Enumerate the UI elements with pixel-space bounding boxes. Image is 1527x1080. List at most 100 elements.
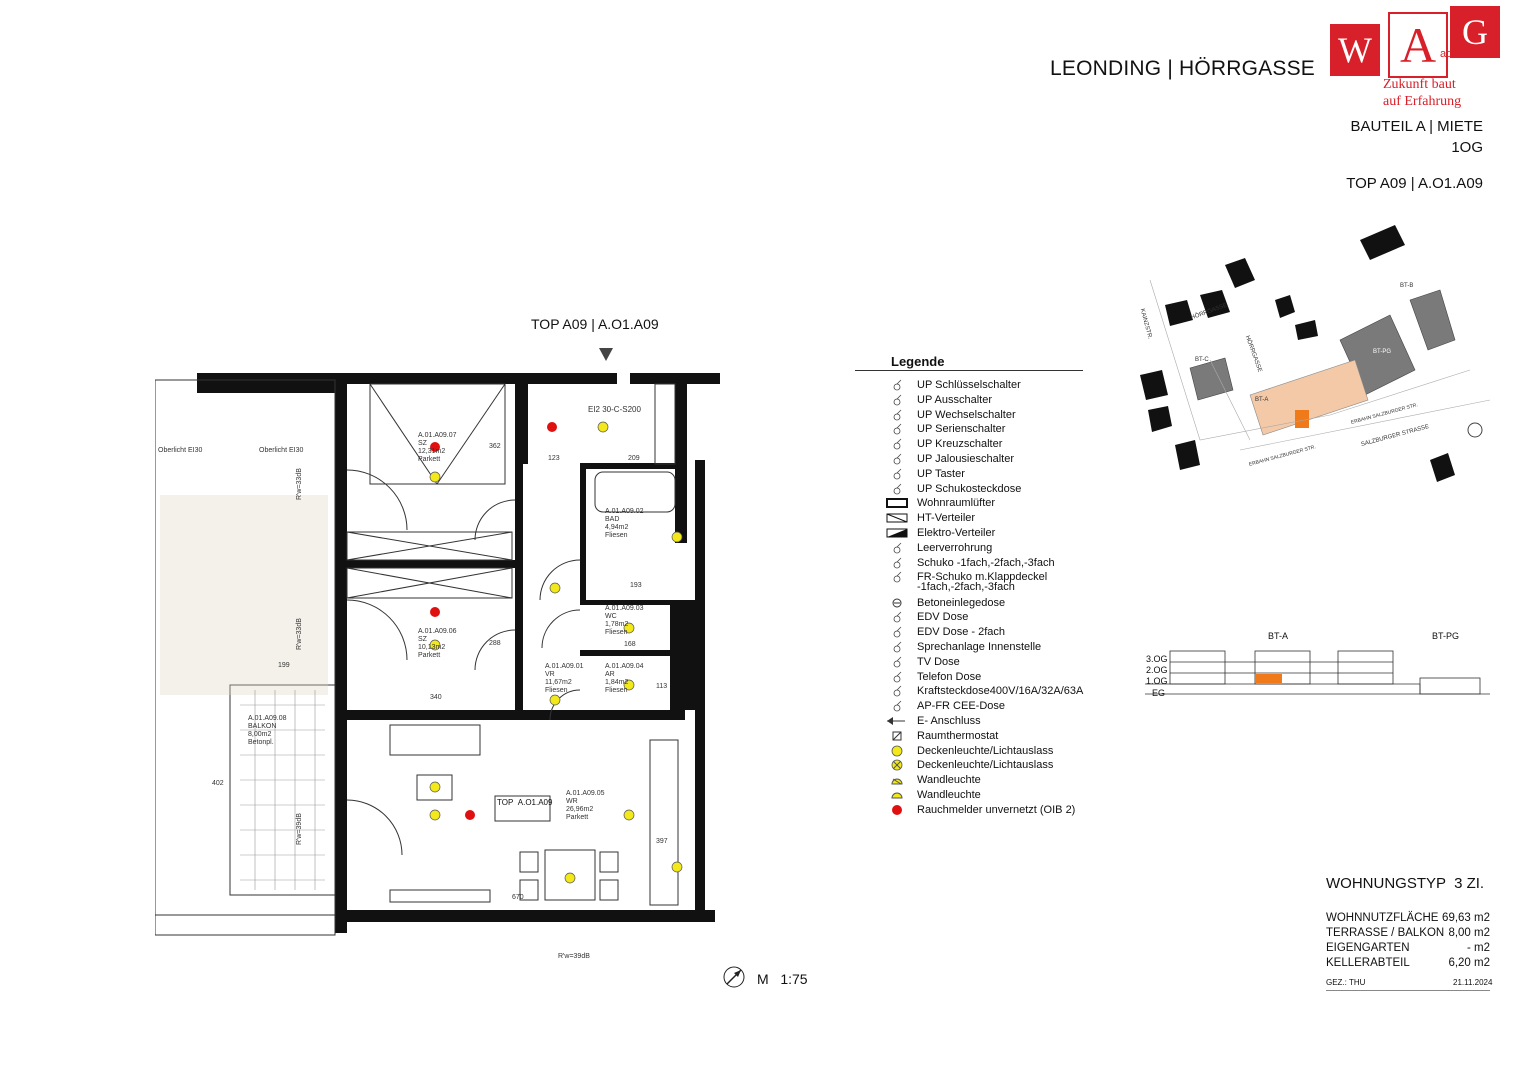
floor-label: 1OG (1451, 139, 1483, 156)
legend-item: Deckenleuchte/Lichtauslass (885, 744, 1053, 758)
logo-letter-a: A (1388, 12, 1448, 78)
legend-item-label: UP Ausschalter (917, 393, 993, 406)
legend-item: UP Taster (885, 467, 965, 481)
plan-scale: M 1:75 (757, 971, 808, 987)
section-label-bta: BT-A (1268, 631, 1289, 641)
data-socket-double-icon (885, 625, 909, 639)
dim-397: 397 (656, 838, 668, 845)
dim-113: 113 (656, 683, 668, 690)
legend-item: Wandleuchte (885, 788, 981, 802)
legend-item-label: UP Serienschalter (917, 423, 1006, 436)
date-label: 21.11.2024 (1453, 978, 1493, 987)
dim-193: 193 (630, 582, 642, 589)
legend-item-label: -1fach,-2fach,-3fach (917, 581, 1015, 594)
dim-670: 670 (512, 894, 524, 901)
north-arrow-icon (723, 966, 745, 988)
dim-288: 288 (489, 640, 501, 647)
switch-series-icon (885, 422, 909, 436)
legend-item-label: Kraftsteckdose400V/16A/32A/63A (917, 685, 1084, 698)
legend-item: UP Serienschalter (885, 422, 1005, 436)
dim-123: 123 (548, 455, 560, 462)
data-socket-icon (885, 610, 909, 624)
legend-item-label: TV Dose (917, 655, 960, 668)
legend-item-label: Wohnraumlüfter (917, 497, 996, 510)
site-label-btc: BT-C (1195, 357, 1209, 363)
wall-light-cross-icon (885, 773, 909, 787)
overlight-2: Oberlicht EI30 (259, 447, 304, 454)
legend-item-label: Wandleuchte (917, 788, 981, 801)
tv-socket-icon (885, 655, 909, 669)
logo-letter-w: W (1330, 24, 1380, 76)
summary-value: 8,00 m2 (1448, 927, 1490, 939)
author-label: GEZ.: THU (1326, 978, 1366, 987)
legend-item-label: EDV Dose (917, 611, 969, 624)
legend-item: TV Dose (885, 655, 960, 669)
logo-claim-1: Zukunft baut (1383, 77, 1456, 92)
rw-label-4: R'w=39dB (558, 953, 590, 960)
legend-item: UP Schlüsselschalter (885, 378, 1021, 392)
legend-item-label: E- Anschluss (917, 714, 981, 727)
top-box-label: TOP (497, 798, 514, 807)
legend-item: EDV Dose - 2fach (885, 625, 1005, 639)
legend-item: EDV Dose (885, 610, 968, 624)
ceiling-light-icon (885, 744, 909, 758)
legend-item-label: UP Wechselschalter (917, 408, 1016, 421)
wag-logo: W A G ad ause. (1330, 6, 1525, 86)
summary-value: - m2 (1467, 942, 1490, 954)
summary-label: WOHNNUTZFLÄCHE (1326, 912, 1439, 924)
legend-item: UP Schukosteckdose (885, 482, 1021, 496)
legend-item: Rauchmelder unvernetzt (OIB 2) (885, 803, 1075, 817)
legend-item-label: UP Kreuzschalter (917, 438, 1003, 451)
switch-key-icon (885, 378, 909, 392)
site-label-btb: BT-B (1400, 283, 1414, 289)
section-diagram (1145, 650, 1490, 695)
legend-item: Sprechanlage Innenstelle (885, 640, 1041, 654)
electric-distributor-icon (885, 526, 909, 540)
entrance-arrow-icon (599, 348, 613, 361)
legend-item: Elektro-Verteiler (885, 526, 995, 540)
door-label: EI2 30-C-S200 (588, 405, 641, 414)
dim-340: 340 (430, 694, 442, 701)
site-plan (1140, 225, 1491, 482)
legend-item: Telefon Dose (885, 670, 981, 684)
legend-item-label: Leerverrohrung (917, 541, 993, 554)
legend-item: Wohnraumlüfter (885, 496, 995, 510)
legend-item: Raumthermostat (885, 729, 998, 743)
ceiling-light-cross-icon (885, 758, 909, 772)
legend-item-label: Betoneinlegedose (917, 596, 1006, 609)
legend-title: Legende (891, 354, 945, 369)
push-button-icon (885, 467, 909, 481)
summary-label: KELLERABTEIL (1326, 957, 1410, 969)
summary-value: 69,63 m2 (1442, 912, 1490, 924)
legend-item: UP Wechselschalter (885, 408, 1016, 422)
ventilator-icon (885, 496, 909, 510)
smoke-detector-icon (885, 803, 909, 817)
floor-2og: 2.OG (1146, 665, 1168, 675)
legend-item: E- Anschluss (885, 714, 981, 728)
switch-off-icon (885, 393, 909, 407)
legend-item-label: Schuko -1fach,-2fach,-3fach (917, 556, 1055, 569)
legend-item: HT-Verteiler (885, 511, 975, 525)
project-title: LEONDING | HÖRRGASSE (1050, 57, 1316, 80)
legend-item: Leerverrohrung (885, 541, 992, 555)
legend-item-label: EDV Dose - 2fach (917, 626, 1006, 639)
section-label-btpg: BT-PG (1432, 631, 1460, 641)
schuko-multi-icon (885, 556, 909, 570)
legend-item: AP-FR CEE-Dose (885, 699, 1005, 713)
legend-item-label: UP Schukosteckdose (917, 482, 1022, 495)
legend-item: UP Kreuzschalter (885, 437, 1002, 451)
legend-item-label: FR-Schuko m.Klappdeckel (917, 571, 1048, 584)
legend-item-label: Deckenleuchte/Lichtauslass (917, 759, 1054, 772)
legend-item-label: Telefon Dose (917, 670, 982, 683)
legend-item: Deckenleuchte/Lichtauslass (885, 758, 1053, 772)
legend-item-label: Raumthermostat (917, 729, 999, 742)
unit-type: WOHNUNGSTYP 3 ZI. (1326, 875, 1485, 892)
dim-402: 402 (212, 780, 224, 787)
